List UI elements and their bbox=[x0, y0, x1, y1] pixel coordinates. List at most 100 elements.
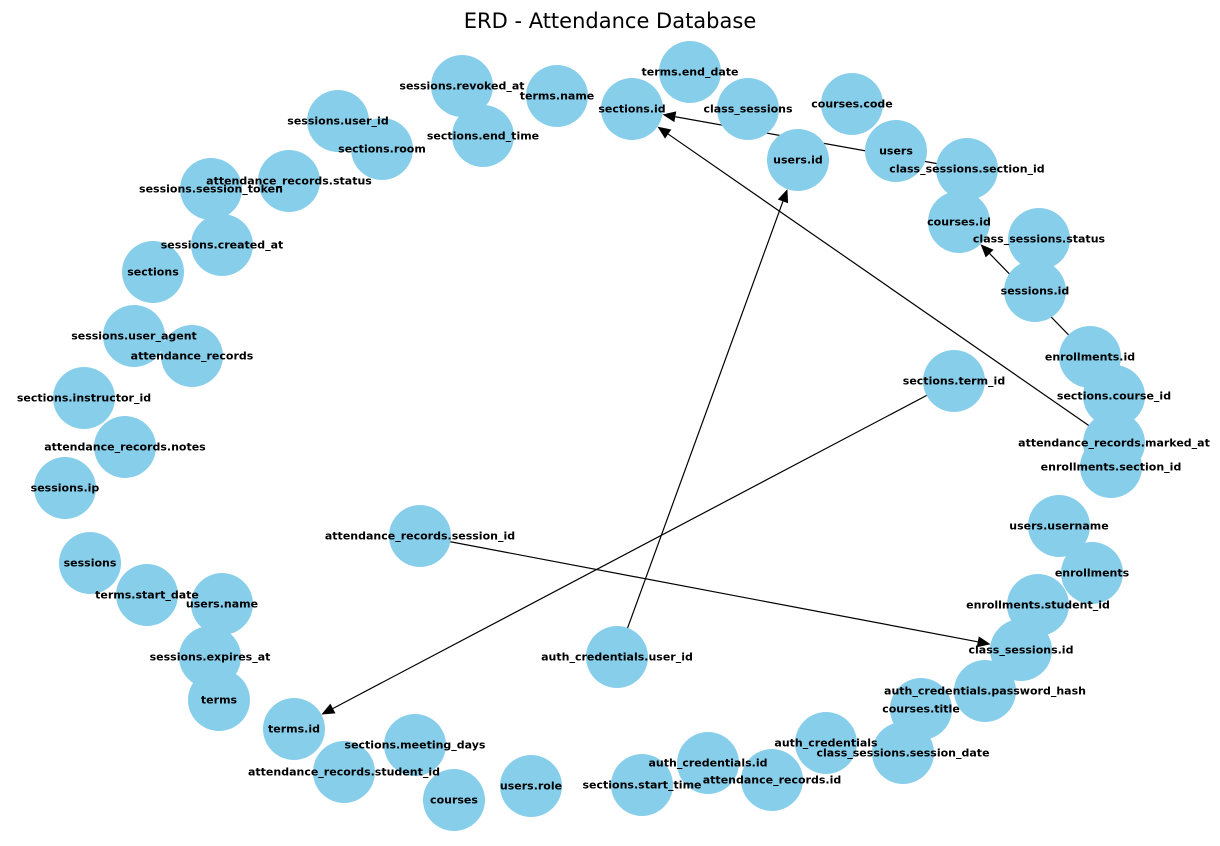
node-class-sessions-section-id[interactable] bbox=[936, 138, 998, 200]
node-terms-start-date[interactable] bbox=[116, 564, 178, 626]
node-class-sessions-id[interactable] bbox=[990, 619, 1052, 681]
node-label-attendance-records-student-id: attendance_records.student_id bbox=[248, 766, 440, 779]
node-label-users: users bbox=[879, 145, 913, 158]
node-label-class-sessions-section-id: class_sessions.section_id bbox=[889, 163, 1044, 176]
node-auth-credentials-user-id[interactable] bbox=[586, 626, 648, 688]
node-attendance-records-session-id[interactable] bbox=[389, 505, 451, 567]
edge-auth-credentials-user-id-to-users-id bbox=[616, 189, 789, 658]
edge-sections-term-id-to-terms-id bbox=[321, 380, 955, 715]
node-enrollments-section-id[interactable] bbox=[1080, 436, 1142, 498]
node-attendance-records-status[interactable] bbox=[258, 150, 320, 212]
node-sessions-id[interactable] bbox=[1004, 260, 1066, 322]
node-label-sections-room: sections.room bbox=[338, 143, 426, 156]
node-label-courses-code: courses.code bbox=[811, 98, 892, 111]
node-users-name[interactable] bbox=[191, 573, 253, 635]
node-sessions-user-agent[interactable] bbox=[103, 305, 165, 367]
node-label-sessions-ip: sessions.ip bbox=[31, 482, 100, 495]
node-users-username[interactable] bbox=[1028, 495, 1090, 557]
node-label-courses-title: courses.title bbox=[882, 703, 960, 716]
arrowhead-icon bbox=[980, 244, 994, 258]
node-label-sessions-revoked-at: sessions.revoked_at bbox=[399, 80, 524, 93]
node-label-class-sessions-status: class_sessions.status bbox=[973, 233, 1106, 246]
node-label-enrollments-student-id: enrollments.student_id bbox=[966, 599, 1110, 612]
nodes-layer: terms.end_date sessions.revoked_atterms.n… bbox=[17, 41, 1210, 831]
arrowhead-icon bbox=[976, 636, 991, 648]
node-label-sections-start-time: sections.start_time bbox=[582, 779, 701, 792]
node-label-users-id: users.id bbox=[773, 154, 823, 167]
edges-layer bbox=[321, 111, 1115, 715]
node-users-role[interactable] bbox=[500, 755, 562, 817]
node-label-attendance-records: attendance_records bbox=[131, 350, 254, 363]
node-sessions-user-id[interactable] bbox=[307, 90, 369, 152]
node-label-class-sessions-id: class_sessions.id bbox=[969, 644, 1074, 657]
node-sections-start-time[interactable] bbox=[611, 754, 673, 816]
node-label-terms-end-date: terms.end_date bbox=[641, 66, 738, 79]
node-label-class-sessions: class_sessions bbox=[703, 103, 793, 116]
node-label-sessions: sessions bbox=[64, 557, 117, 570]
node-sections-id[interactable] bbox=[601, 78, 663, 140]
node-sections-meeting-days[interactable] bbox=[384, 714, 446, 776]
node-label-auth-credentials-password-hash: auth_credentials.password_hash bbox=[884, 685, 1086, 698]
arrowhead-icon bbox=[321, 703, 336, 715]
node-sessions-created-at[interactable] bbox=[191, 214, 253, 276]
node-sessions-session-token[interactable] bbox=[180, 158, 242, 220]
node-label-enrollments-id: enrollments.id bbox=[1045, 351, 1135, 364]
node-attendance-records-notes[interactable] bbox=[94, 416, 156, 478]
arrowhead-icon bbox=[657, 126, 672, 139]
node-label-sessions-user-id: sessions.user_id bbox=[287, 115, 388, 128]
node-terms-id[interactable] bbox=[263, 698, 325, 760]
node-sections-term-id[interactable] bbox=[923, 350, 985, 412]
node-label-terms: terms bbox=[201, 694, 238, 707]
node-auth-credentials-id[interactable] bbox=[677, 732, 739, 794]
node-sections[interactable] bbox=[122, 241, 184, 303]
node-label-terms-name: terms.name bbox=[520, 90, 595, 103]
node-label-enrollments: enrollments bbox=[1055, 567, 1130, 580]
node-label-sessions-id: sessions.id bbox=[1001, 285, 1070, 298]
node-enrollments[interactable] bbox=[1061, 542, 1123, 604]
node-label-sections-term-id: sections.term_id bbox=[903, 375, 1005, 388]
node-auth-credentials[interactable] bbox=[795, 712, 857, 774]
node-courses-id[interactable] bbox=[928, 191, 990, 253]
node-label-class-sessions-session-date: class_sessions.session_date bbox=[816, 747, 989, 760]
node-attendance-records-student-id[interactable] bbox=[313, 741, 375, 803]
node-label-auth-credentials-user-id: auth_credentials.user_id bbox=[541, 651, 693, 664]
node-users-id[interactable] bbox=[767, 129, 829, 191]
node-label-attendance-records-marked-at: attendance_records.marked_at bbox=[1018, 437, 1210, 450]
node-label-sections-meeting-days: sections.meeting_days bbox=[345, 739, 486, 752]
node-terms-name[interactable] bbox=[526, 65, 588, 127]
node-label-users-name: users.name bbox=[186, 598, 258, 611]
edge-line bbox=[419, 535, 978, 643]
node-class-sessions-session-date[interactable] bbox=[872, 722, 934, 784]
node-class-sessions-status[interactable] bbox=[1008, 208, 1070, 270]
node-label-users-username: users.username bbox=[1009, 520, 1108, 533]
node-label-sections-id: sections.id bbox=[598, 103, 665, 116]
node-label-attendance-records-status: attendance_records.status bbox=[206, 175, 372, 188]
node-label-courses-id: courses.id bbox=[927, 216, 991, 229]
node-sections-end-time[interactable] bbox=[452, 105, 514, 167]
node-sessions[interactable] bbox=[59, 532, 121, 594]
arrowhead-icon bbox=[777, 189, 789, 204]
node-label-auth-credentials: auth_credentials bbox=[774, 737, 878, 750]
node-sections-course-id[interactable] bbox=[1083, 365, 1145, 427]
node-sessions-revoked-at[interactable] bbox=[431, 55, 493, 117]
node-class-sessions[interactable] bbox=[717, 78, 779, 140]
node-label-attendance-records-session-id: attendance_records.session_id bbox=[325, 530, 515, 543]
edge-attendance-records-marked-at-to-sections-id bbox=[657, 126, 1115, 444]
node-auth-credentials-password-hash[interactable] bbox=[954, 660, 1016, 722]
node-label-terms-start-date: terms.start_date bbox=[95, 589, 199, 602]
node-label-auth-credentials-id: auth_credentials.id bbox=[648, 757, 767, 770]
node-sections-instructor-id[interactable] bbox=[53, 367, 115, 429]
node-terms[interactable] bbox=[188, 669, 250, 731]
node-attendance-records-id[interactable] bbox=[741, 749, 803, 811]
edge-line bbox=[616, 201, 784, 658]
node-label-attendance-records-notes: attendance_records.notes bbox=[44, 441, 206, 454]
node-courses[interactable] bbox=[423, 769, 485, 831]
node-attendance-records[interactable] bbox=[161, 325, 223, 387]
node-label-sections-instructor-id: sections.instructor_id bbox=[17, 392, 151, 405]
node-users[interactable] bbox=[865, 120, 927, 182]
node-courses-code[interactable] bbox=[821, 73, 883, 135]
node-terms-end-date[interactable] bbox=[659, 41, 721, 103]
node-sessions-ip[interactable] bbox=[34, 457, 96, 519]
node-sections-room[interactable] bbox=[351, 118, 413, 180]
